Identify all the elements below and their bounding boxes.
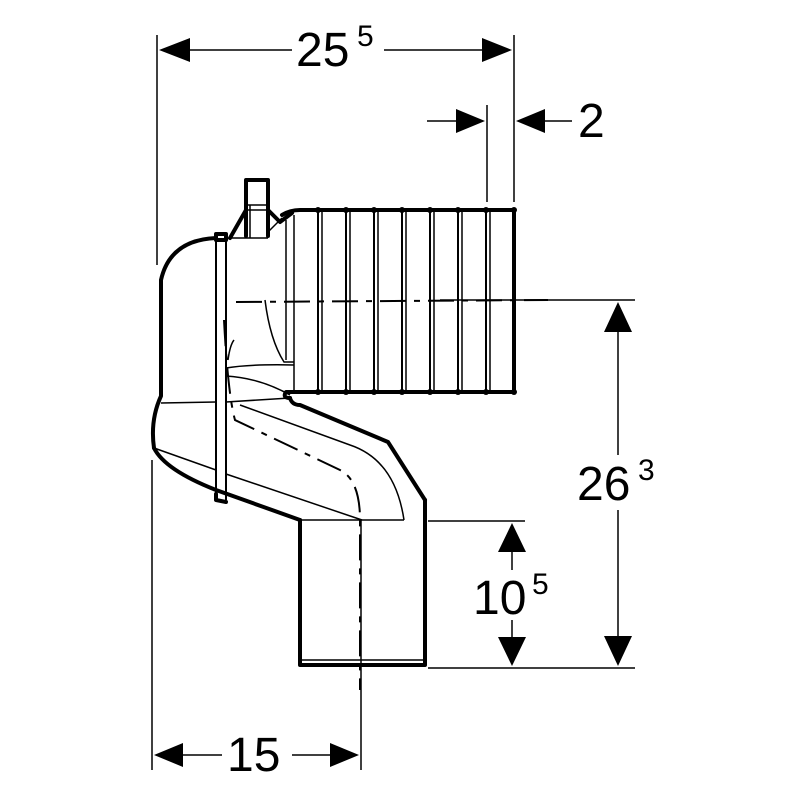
arrow-left-icon [154, 743, 183, 767]
arrow-left-icon [159, 38, 190, 62]
arrow-up-icon [498, 523, 526, 552]
dim-overall-width-main: 25 [296, 24, 349, 77]
arrow-right-icon [456, 109, 485, 133]
arrow-right-icon [482, 38, 512, 62]
dim-overall-width-sup: 5 [357, 20, 374, 53]
arrow-down-icon [604, 636, 632, 666]
dimension-overall-width: 25 5 [159, 20, 512, 77]
dimension-overall-height: 26 3 [577, 302, 655, 666]
dim-outlet-offset-main: 15 [227, 729, 280, 782]
arrow-down-icon [498, 637, 526, 666]
dimension-sleeve-insert: 2 [427, 95, 605, 148]
vent-spigot [228, 178, 294, 240]
dimension-outlet-height: 10 5 [473, 523, 549, 666]
dimension-outlet-offset: 15 [154, 729, 359, 782]
upper-elbow [150, 232, 295, 450]
dim-overall-height-main: 26 [577, 458, 630, 511]
dim-outlet-height-main: 10 [473, 572, 526, 625]
dim-outlet-height-sup: 5 [532, 568, 549, 601]
arrow-left-icon [516, 109, 545, 133]
vertical-outlet [298, 498, 427, 667]
dim-sleeve-insert-main: 2 [578, 95, 605, 148]
collar-flange [214, 238, 228, 504]
offset-section [152, 390, 427, 522]
pipe-fitting [150, 178, 549, 690]
dim-overall-height-sup: 3 [638, 454, 655, 487]
arrow-up-icon [604, 302, 632, 332]
arrow-right-icon [330, 743, 359, 767]
centerlines [223, 299, 549, 690]
